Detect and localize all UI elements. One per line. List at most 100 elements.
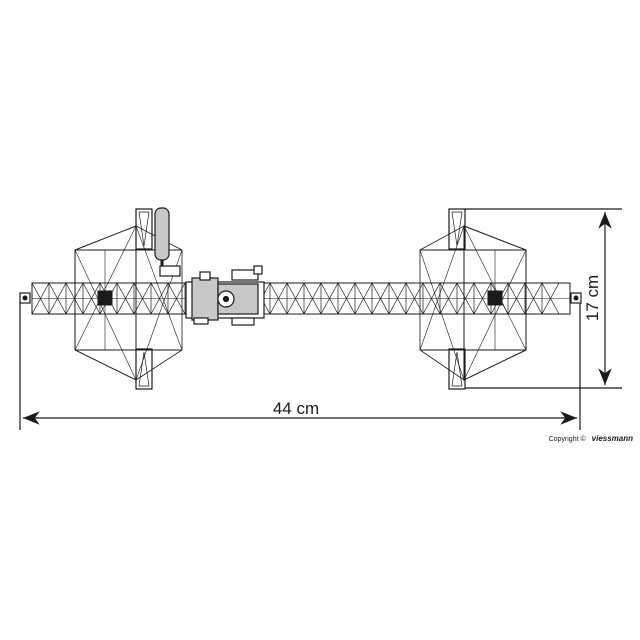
lattice-strut xyxy=(320,282,330,299)
lattice-strut xyxy=(405,282,415,299)
lattice-strut xyxy=(329,282,339,299)
lattice-strut xyxy=(40,282,50,299)
lattice-strut xyxy=(31,298,41,315)
lattice-strut xyxy=(82,298,92,315)
lattice-strut xyxy=(74,282,84,299)
lattice-strut xyxy=(312,298,322,315)
lattice-strut xyxy=(150,298,160,315)
lattice-strut xyxy=(414,282,424,299)
lattice-strut xyxy=(91,282,101,299)
lattice-strut xyxy=(65,282,75,299)
lattice-strut xyxy=(116,298,126,315)
lattice-strut xyxy=(388,282,398,299)
length-label: 44 cm xyxy=(273,399,319,418)
lattice-strut xyxy=(448,282,458,299)
lattice-strut xyxy=(550,282,560,299)
lattice-strut xyxy=(125,298,135,315)
lattice-strut xyxy=(278,298,288,315)
lattice-strut xyxy=(295,298,305,315)
lattice-strut xyxy=(133,298,143,315)
lattice-strut xyxy=(388,298,398,315)
lattice-strut xyxy=(516,282,526,299)
lattice-strut xyxy=(91,298,101,315)
lattice-strut xyxy=(439,298,449,315)
lattice-strut xyxy=(422,298,432,315)
trolley-housing xyxy=(185,265,265,326)
lattice-strut xyxy=(142,298,152,315)
lattice-strut xyxy=(125,282,135,299)
lattice-strut xyxy=(533,298,543,315)
lattice-strut xyxy=(65,298,75,315)
lattice-strut xyxy=(380,282,390,299)
lattice-strut xyxy=(507,282,517,299)
lattice-strut xyxy=(541,282,551,299)
height-label: 17 cm xyxy=(583,275,602,321)
lattice-strut xyxy=(150,282,160,299)
lattice-strut xyxy=(371,282,381,299)
lattice-strut xyxy=(431,282,441,299)
lattice-strut xyxy=(482,282,492,299)
lattice-strut xyxy=(159,298,169,315)
lattice-strut xyxy=(320,298,330,315)
lattice-strut xyxy=(48,298,58,315)
lattice-strut xyxy=(312,282,322,299)
boom-end-left xyxy=(19,292,31,304)
lattice-strut xyxy=(337,298,347,315)
length-dimension xyxy=(19,303,581,430)
lattice-strut xyxy=(473,282,483,299)
lattice-strut xyxy=(550,298,560,315)
lattice-strut xyxy=(465,282,475,299)
left-tower xyxy=(74,208,183,390)
lattice-strut xyxy=(397,298,407,315)
lattice-strut xyxy=(422,282,432,299)
lattice-strut xyxy=(286,282,296,299)
copyright-notice: Copyright © viessmann xyxy=(549,428,634,445)
lattice-strut xyxy=(439,282,449,299)
lattice-strut xyxy=(371,298,381,315)
lattice-strut xyxy=(482,298,492,315)
lattice-strut xyxy=(337,282,347,299)
lattice-strut xyxy=(405,298,415,315)
lattice-strut xyxy=(516,298,526,315)
lattice-strut xyxy=(167,298,177,315)
lattice-strut xyxy=(473,298,483,315)
lattice-strut xyxy=(133,282,143,299)
lattice-strut xyxy=(159,282,169,299)
lattice-strut xyxy=(329,298,339,315)
lattice-strut xyxy=(269,282,279,299)
lattice-strut xyxy=(116,282,126,299)
lattice-strut xyxy=(303,298,313,315)
lattice-strut xyxy=(176,298,186,315)
lattice-strut xyxy=(397,282,407,299)
lattice-strut xyxy=(354,298,364,315)
lattice-strut xyxy=(278,282,288,299)
right-tower xyxy=(419,208,527,390)
lattice-strut xyxy=(346,298,356,315)
lattice-strut xyxy=(533,282,543,299)
lattice-strut xyxy=(363,298,373,315)
lattice-strut xyxy=(465,298,475,315)
boom-end-right xyxy=(570,292,582,304)
crank-handle xyxy=(154,207,181,277)
lattice-strut xyxy=(541,298,551,315)
lattice-strut xyxy=(31,282,41,299)
lattice-strut xyxy=(82,282,92,299)
lattice-strut xyxy=(57,298,67,315)
lattice-strut xyxy=(295,282,305,299)
lattice-strut xyxy=(363,282,373,299)
copyright-brand: viessmann xyxy=(592,434,633,443)
lattice-strut xyxy=(74,298,84,315)
lattice-strut xyxy=(286,298,296,315)
lattice-strut xyxy=(380,298,390,315)
lattice-strut xyxy=(57,282,67,299)
lattice-strut xyxy=(142,282,152,299)
lattice-strut xyxy=(507,298,517,315)
copyright-prefix: Copyright © xyxy=(549,435,587,443)
lattice-strut xyxy=(40,298,50,315)
lattice-strut xyxy=(176,282,186,299)
lattice-strut xyxy=(448,298,458,315)
lattice-strut xyxy=(48,282,58,299)
lattice-strut xyxy=(414,298,424,315)
